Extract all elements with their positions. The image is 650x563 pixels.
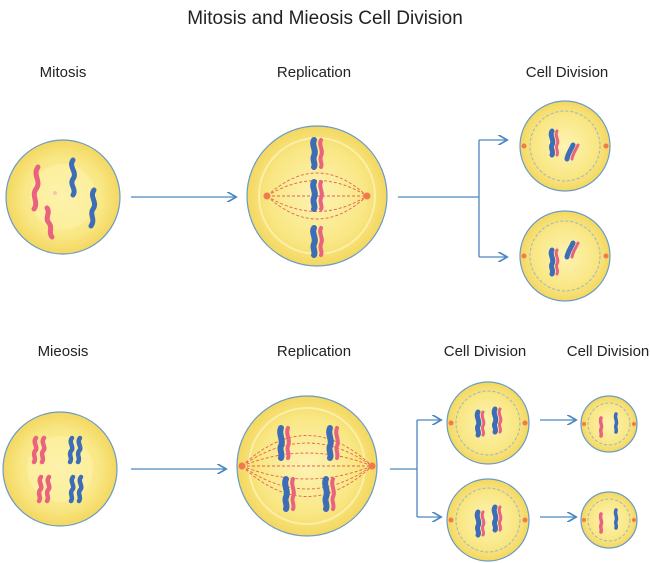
- mitosis-replication-cell: [246, 125, 388, 267]
- chromosome-blue: [68, 474, 76, 504]
- mitosis-daughter-cell-bottom: [519, 210, 611, 302]
- diagram-title: Mitosis and Mieosis Cell Division: [187, 8, 463, 29]
- meiosis-division1-label: Cell Division: [444, 343, 527, 360]
- meiosis-division1-cell-bottom: [446, 478, 530, 562]
- meiosis-branch-arrow: [390, 420, 440, 517]
- chromosome-pair: [322, 476, 330, 512]
- mitosis-replication-label: Replication: [277, 64, 351, 81]
- chromosome-blue: [88, 187, 98, 229]
- mitosis-daughter-cell-top: [519, 100, 611, 192]
- meiosis-row-label: Mieosis: [38, 343, 89, 360]
- chromosome-pair: [282, 476, 290, 512]
- chromosome-pair: [310, 225, 318, 258]
- chromosome-blue: [69, 157, 77, 198]
- chromosome-red: [44, 205, 55, 240]
- chromosome-red: [31, 435, 39, 465]
- meiosis-division2-cell-top: [580, 395, 638, 453]
- chromosome-pair: [310, 179, 318, 212]
- chromosome-red: [36, 474, 44, 504]
- meiosis-division1-cell-top: [446, 381, 530, 465]
- mitosis-row-label: Mitosis: [40, 64, 87, 81]
- mitosis-division-label: Cell Division: [526, 64, 609, 81]
- meiosis-division2-cell-bottom: [580, 491, 638, 549]
- chromosome-blue: [67, 435, 75, 465]
- meiosis-replication-cell: [236, 395, 378, 537]
- chromosome-pair: [277, 425, 285, 461]
- chromosome-pair: [310, 137, 318, 170]
- meiosis-division2-label: Cell Division: [567, 343, 650, 360]
- chromosome-red: [31, 164, 41, 212]
- meiosis-parent-cell: [2, 411, 118, 527]
- mitosis-parent-cell: [5, 139, 121, 255]
- chromosome-pair: [326, 425, 334, 461]
- meiosis-replication-label: Replication: [277, 343, 351, 360]
- mitosis-branch-arrow: [398, 140, 506, 257]
